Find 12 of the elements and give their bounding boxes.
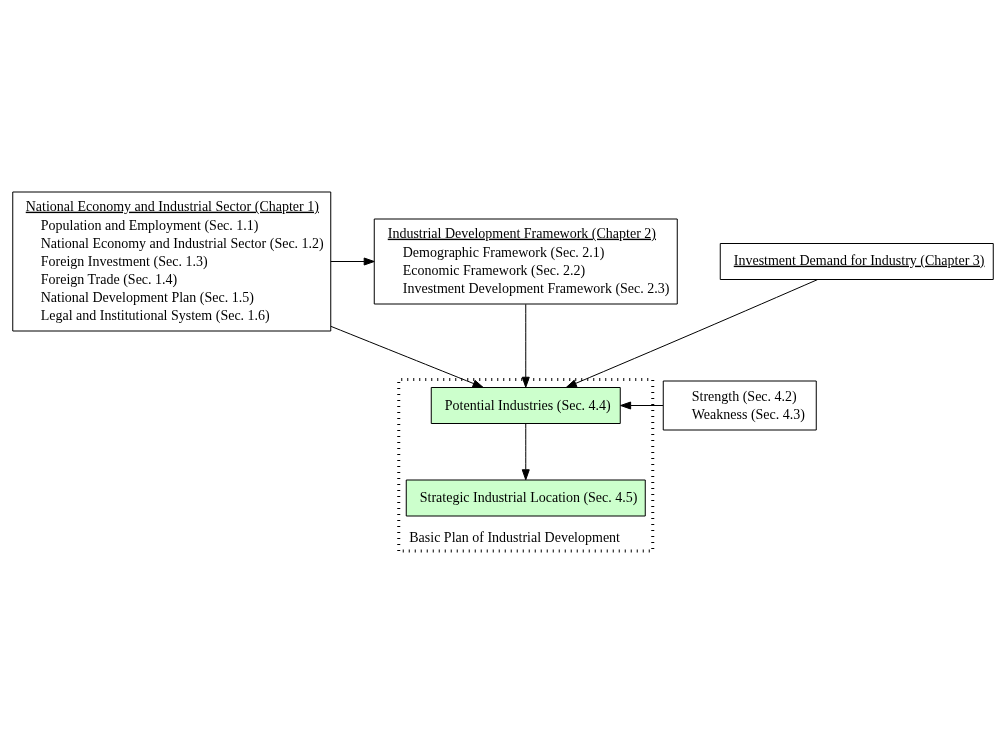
node-box: Strength (Sec. 4.2) Weakness (Sec. 4.3) <box>662 380 817 431</box>
arrow <box>521 303 530 388</box>
arrow <box>521 423 530 481</box>
node-box: Industrial Development Framework (Chapter 2) Demographic Framework (Sec. 2.1) Economic Framework (Sec. 2.2) Investment Development Framework (Sec. 2.3) <box>373 218 678 305</box>
node-box: Strategic Industrial Location (Sec. 4.5) <box>405 479 646 517</box>
arrow <box>620 401 664 410</box>
node-box: National Economy and Industrial Sector (Chapter 1) Population and Employment (Sec. 1.1) National Economy and Industrial Sector (Sec. 1.2) Foreign Investment (Sec. 1.3) Foreign Trade (Sec. 1.4) National Development Plan (Sec. 1.5) Legal and Institutional System (Sec. 1.6) <box>12 191 332 332</box>
arrow <box>565 279 818 388</box>
arrow <box>330 257 375 266</box>
node-box: Investment Demand for Industry (Chapter 3) <box>719 243 994 280</box>
node-box: Potential Industries (Sec. 4.4) <box>430 387 621 424</box>
arrow <box>330 325 484 388</box>
